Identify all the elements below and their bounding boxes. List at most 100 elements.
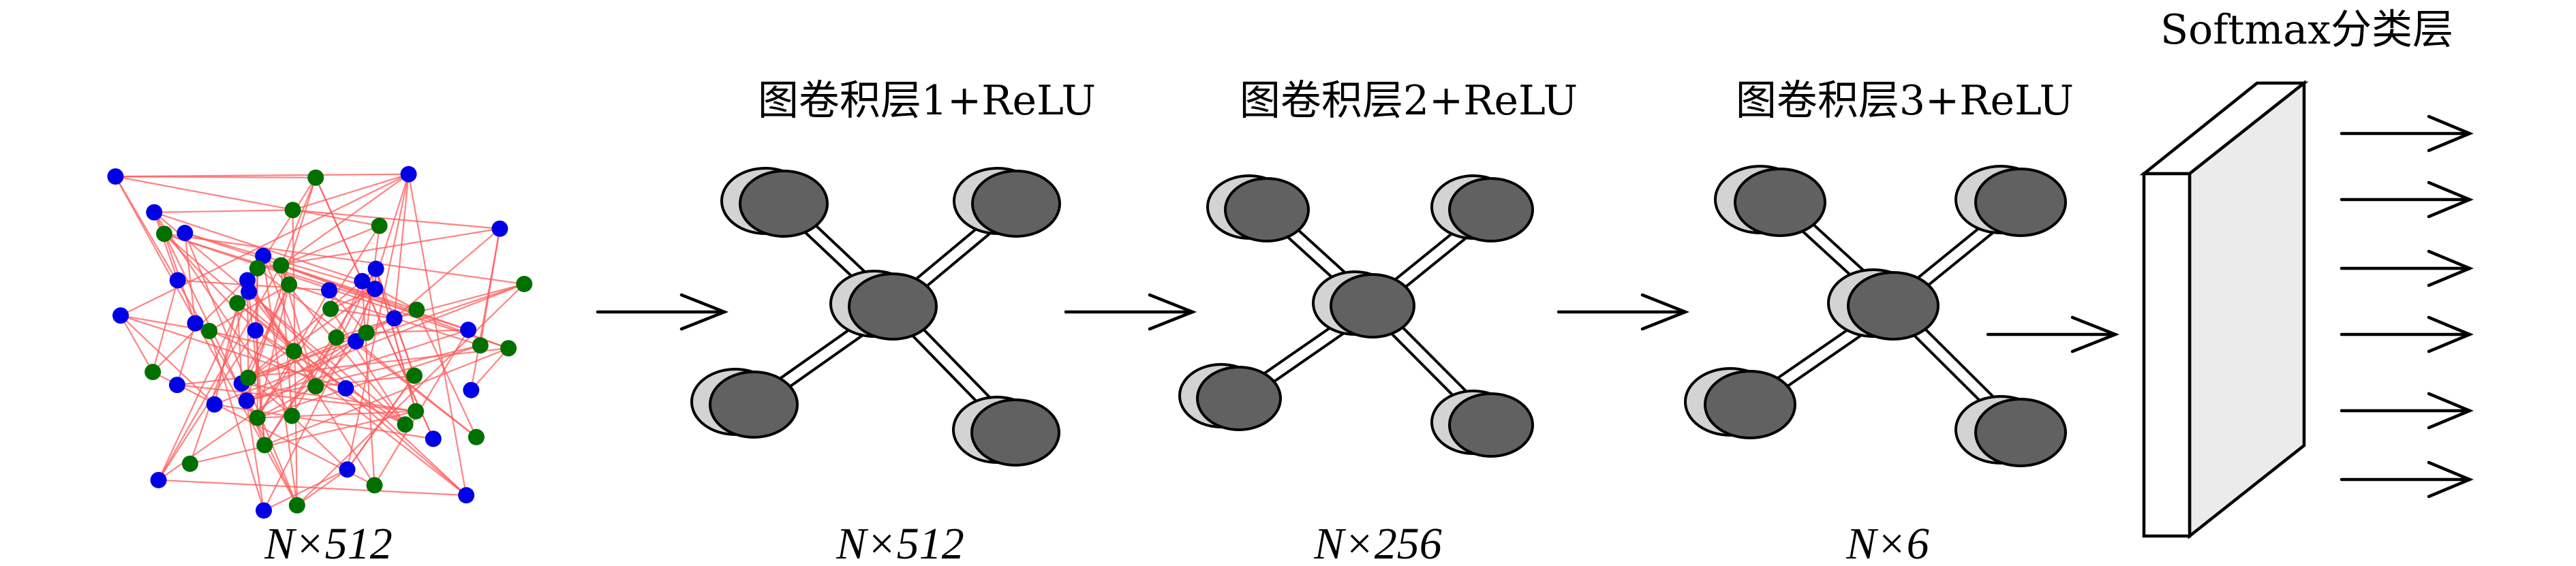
- graph-edge: [247, 268, 377, 379]
- node-front: [1196, 366, 1282, 431]
- output-arrow: [2340, 460, 2474, 499]
- graph-edge: [291, 337, 337, 417]
- graph-node-blue: [321, 282, 338, 299]
- graph-node-blue: [150, 471, 167, 488]
- graph-edge: [296, 283, 525, 506]
- node-c: [1312, 270, 1415, 339]
- graph-edge: [254, 330, 266, 445]
- graph-node-green: [156, 225, 173, 242]
- node-tl: [1206, 174, 1310, 242]
- graph-node-blue: [256, 502, 273, 519]
- graph-edge: [280, 173, 410, 266]
- node-front: [970, 398, 1060, 467]
- node-front: [1448, 392, 1534, 458]
- graph-edge: [393, 318, 416, 377]
- arrow-input-to-layer1: [596, 293, 729, 331]
- layer-dim-label: N×6: [1845, 519, 1929, 566]
- graph-node-blue: [400, 166, 417, 183]
- graph-node-blue: [187, 315, 204, 332]
- layer-title: 图卷积层3+ReLU: [1736, 77, 2074, 125]
- graph-node-green: [284, 202, 301, 219]
- graph-edge: [154, 209, 293, 213]
- layer-title: 图卷积层1+ReLU: [758, 77, 1096, 125]
- graph-edge: [152, 280, 179, 373]
- graph-node-blue: [241, 283, 258, 300]
- graph-node-green: [406, 367, 423, 384]
- graph-node-blue: [354, 272, 371, 289]
- graph-edge: [246, 344, 481, 402]
- graph-node-green: [281, 276, 298, 293]
- node-br: [1430, 390, 1534, 458]
- graph-edge: [209, 330, 294, 352]
- graph-node-blue: [463, 381, 480, 398]
- node-front: [1224, 177, 1310, 242]
- node-front: [1847, 271, 1939, 341]
- output-arrows: [2340, 114, 2474, 499]
- graph-node-blue: [146, 204, 163, 221]
- graph-node-green: [273, 257, 290, 274]
- graph-node-blue: [238, 392, 255, 409]
- node-br: [1954, 395, 2067, 467]
- gcn-layer-2: 图卷积层2+ReLU N×256: [1178, 77, 1578, 566]
- graph-edge: [120, 315, 154, 373]
- output-arrow-head: [2427, 392, 2474, 430]
- node-bl: [1178, 363, 1282, 431]
- graph-edge: [236, 303, 243, 384]
- graph-edge: [315, 177, 434, 439]
- graph-edge: [247, 284, 290, 379]
- graph-edge: [115, 176, 380, 227]
- node-bl: [690, 368, 799, 439]
- layer-dim-label: N×512: [835, 519, 964, 566]
- graph-edge: [479, 228, 501, 346]
- graph-node-green: [181, 455, 198, 472]
- graph-node-green: [397, 416, 414, 433]
- output-arrow-head: [2427, 249, 2474, 287]
- output-arrow: [2340, 180, 2474, 219]
- arrow-layer3-to-softmax: [1986, 315, 2120, 353]
- graph-edge: [296, 469, 348, 506]
- graph-edge: [164, 233, 256, 331]
- node-tr: [953, 167, 1061, 238]
- graph-edge: [264, 268, 377, 446]
- graph-node-blue: [367, 281, 384, 298]
- graph-edge: [257, 386, 316, 419]
- graph-node-blue: [168, 377, 185, 394]
- graph-node-green: [307, 378, 324, 395]
- graph-node-green: [256, 437, 273, 454]
- graph-edge: [375, 268, 417, 412]
- graph-edge: [470, 347, 509, 391]
- output-arrow: [2340, 392, 2474, 430]
- graph-node-blue: [177, 225, 194, 242]
- graph-node-green: [201, 322, 218, 339]
- node-c: [829, 270, 938, 341]
- node-bl: [1684, 367, 1796, 439]
- graph-node-blue: [491, 220, 508, 237]
- graph-node-green: [307, 169, 324, 186]
- graph-node-green: [144, 364, 162, 381]
- output-arrow-head: [2427, 114, 2474, 153]
- graph-node-green: [249, 260, 266, 277]
- graph-edge: [184, 232, 417, 311]
- node-front: [709, 371, 799, 439]
- graph-edge: [189, 410, 416, 465]
- graph-conv-icon: [690, 167, 1061, 467]
- graph-edge: [209, 330, 265, 511]
- graph-edge: [164, 233, 525, 285]
- graph-node-green: [366, 477, 383, 494]
- graph-node-green: [408, 403, 425, 420]
- softmax-slab-front: [2142, 172, 2192, 538]
- graph-conv-icon: [1178, 174, 1534, 458]
- node-front: [739, 170, 829, 238]
- node-c: [1827, 268, 1939, 341]
- graph-edge: [393, 174, 410, 319]
- graph-node-green: [371, 217, 388, 234]
- graph-edge: [120, 315, 215, 405]
- graph-edge: [291, 415, 348, 471]
- output-arrow-head: [2427, 315, 2474, 353]
- graph-node-blue: [386, 310, 403, 327]
- graph-node-green: [288, 497, 305, 514]
- graph-edge: [114, 176, 258, 419]
- graph-edge: [115, 176, 316, 178]
- graph-edge: [255, 330, 406, 426]
- graph-edge: [209, 283, 290, 332]
